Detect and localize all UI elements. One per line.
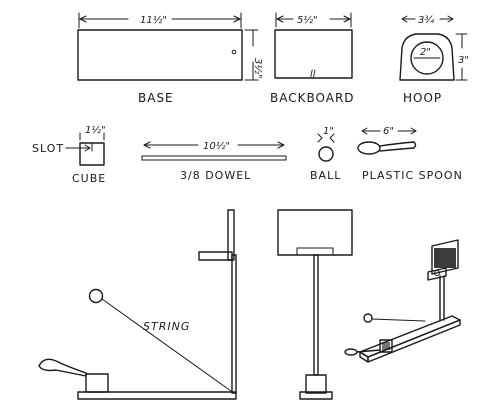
side-view-ball <box>88 288 104 304</box>
dowel-length-dimension: 10½" <box>143 140 285 152</box>
dowel-length-label: 10½" <box>203 140 230 152</box>
hoop-inner-label: 2" <box>420 47 431 58</box>
base-width-label: 3½" <box>252 58 264 79</box>
hoop-width-dimension: 3¾ <box>401 15 454 26</box>
side-view-dowel <box>231 254 237 394</box>
front-view-dowel <box>313 254 319 376</box>
perspective-cube <box>379 339 393 353</box>
perspective-string <box>371 318 426 322</box>
hoop-height-label: 3" <box>458 55 469 66</box>
side-view-backboard <box>227 209 235 261</box>
slot-label: SLOT <box>32 142 64 155</box>
front-view-base <box>299 391 333 400</box>
hoop-height-dimension: 3" <box>455 33 469 81</box>
base-hole <box>231 49 237 55</box>
ball-sphere <box>318 146 334 162</box>
cube-side-label: 1½" <box>85 124 106 136</box>
side-view-backboard-bottom <box>198 251 233 261</box>
base-label: BASE <box>138 91 174 105</box>
backboard-part: ll 5½" BACKBOARD <box>270 12 355 105</box>
side-view-cube <box>85 373 109 393</box>
spoon-label: PLASTIC SPOON <box>362 169 463 182</box>
base-length-dimension: 11½" <box>78 12 242 29</box>
spoon-part: 6" PLASTIC SPOON <box>357 126 463 182</box>
ball-part: 1" BALL <box>310 126 341 182</box>
slot-pointer-arrowhead <box>84 144 91 152</box>
spoon-bowl <box>357 141 381 155</box>
perspective-ball <box>363 313 373 323</box>
perspective-base-end <box>359 351 369 363</box>
perspective-spoon-bowl <box>344 348 358 356</box>
perspective-spoon-handle <box>356 349 381 353</box>
backboard-width-label: 5½" <box>297 14 318 26</box>
side-view-string <box>101 298 232 392</box>
dowel-label: 3/8 DOWEL <box>180 169 251 182</box>
hoop-part: 2" 3¾ 3" HOOP <box>399 15 469 105</box>
spoon-length-dimension: 6" <box>361 126 417 137</box>
ball-diameter-label: 1" <box>323 126 334 137</box>
cube-part: 1½" SLOT CUBE <box>32 124 106 185</box>
backboard-label: BACKBOARD <box>270 91 355 105</box>
perspective-view-assembly <box>344 239 461 363</box>
hoop-label: HOOP <box>403 91 442 105</box>
perspective-backboard-shade <box>434 248 456 268</box>
spoon-handle <box>379 141 417 152</box>
front-view-assembly <box>277 209 353 400</box>
base-length-label: 11½" <box>140 14 167 26</box>
ball-diameter-dimension: 1" <box>317 126 335 143</box>
cube-side-dimension: 1½" <box>79 124 106 141</box>
cube-label: CUBE <box>72 172 106 185</box>
backboard-board <box>274 29 353 79</box>
side-view-assembly: STRING <box>38 209 237 400</box>
front-view-hoop <box>296 247 334 256</box>
base-board <box>77 29 243 81</box>
perspective-cube-shade <box>382 342 390 350</box>
front-view-cube <box>305 374 327 394</box>
dowel-rod <box>141 155 287 161</box>
side-view-base <box>77 391 237 400</box>
perspective-backboard <box>431 239 459 275</box>
dowel-part: 10½" 3/8 DOWEL <box>141 140 287 182</box>
perspective-hoop <box>427 267 447 281</box>
spoon-length-label: 6" <box>383 126 394 137</box>
string-label: STRING <box>143 320 190 333</box>
hoop-width-label: 3¾ <box>418 15 434 26</box>
base-width-dimension: 3½" <box>244 29 264 81</box>
backboard-mark: ll <box>310 69 316 80</box>
hoop-body <box>399 33 455 81</box>
perspective-hoop-ring <box>434 270 440 276</box>
backboard-width-dimension: 5½" <box>275 12 352 28</box>
base-part: 11½" 3½" BASE <box>77 12 264 105</box>
side-view-spoon <box>38 358 87 377</box>
ball-label: BALL <box>310 169 341 182</box>
hoop-ring <box>410 41 444 75</box>
perspective-base-side <box>367 319 461 363</box>
